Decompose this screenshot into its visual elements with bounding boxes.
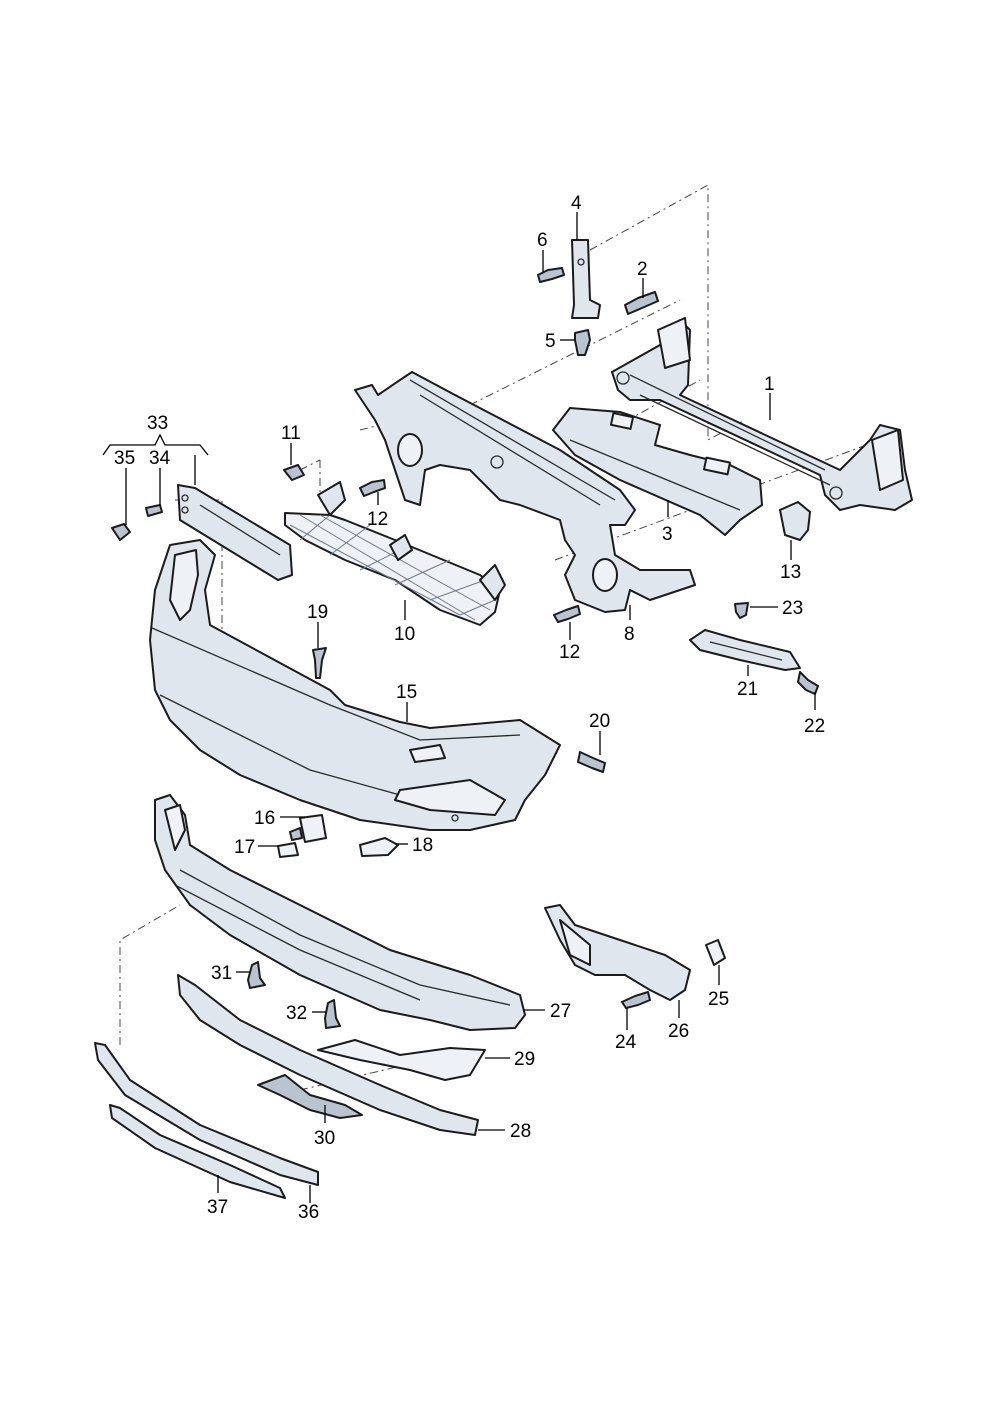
label-part-13: 13 <box>780 562 801 583</box>
screw-23 <box>734 602 749 619</box>
part-number-labels: 1 2 3 4 5 6 8 10 11 12 12 13 15 16 17 18… <box>114 193 825 1223</box>
label-part-32: 32 <box>286 1003 307 1024</box>
label-part-20: 20 <box>589 711 610 732</box>
label-part-34: 34 <box>149 448 171 469</box>
label-part-23: 23 <box>782 598 803 619</box>
bumper-reinforcement-bar <box>611 317 913 511</box>
label-part-35: 35 <box>114 448 135 469</box>
trim-30 <box>257 1074 363 1119</box>
screw-32 <box>324 999 341 1029</box>
label-part-12-lower: 12 <box>559 642 580 663</box>
lower-grille <box>284 481 506 626</box>
label-part-12-upper: 12 <box>367 509 388 530</box>
bolt-35 <box>111 523 131 541</box>
clip-5 <box>574 329 591 356</box>
trim-29 <box>317 1039 486 1081</box>
label-part-1: 1 <box>764 374 775 395</box>
label-part-28: 28 <box>510 1121 531 1142</box>
label-part-15: 15 <box>396 682 417 703</box>
sensor-bracket-16 <box>289 814 327 843</box>
lower-spoiler-27 <box>154 794 526 1031</box>
screw-6 <box>537 267 565 283</box>
label-part-31: 31 <box>211 963 232 984</box>
screw-12-lower <box>553 605 581 623</box>
label-part-4: 4 <box>571 193 582 214</box>
trim-strip-28 <box>177 974 479 1136</box>
lock-carrier <box>354 371 696 613</box>
leader-lines <box>102 212 816 1203</box>
label-part-18: 18 <box>412 835 433 856</box>
label-part-16: 16 <box>254 808 275 829</box>
clip-25 <box>705 939 726 966</box>
label-part-22: 22 <box>804 716 825 737</box>
label-part-27: 27 <box>550 1001 571 1022</box>
label-part-37: 37 <box>207 1197 228 1218</box>
screw-20 <box>577 751 606 773</box>
bumper-guide-21 <box>689 629 801 671</box>
label-part-6: 6 <box>537 230 548 251</box>
label-part-21: 21 <box>737 679 758 700</box>
label-part-5: 5 <box>545 331 556 352</box>
mounting-bracket <box>571 239 601 319</box>
cap-17 <box>277 842 299 858</box>
bracket-13 <box>779 501 811 541</box>
screw-24 <box>621 991 651 1009</box>
strip-36 <box>94 1042 319 1186</box>
license-plate-holder <box>177 484 293 581</box>
label-part-24: 24 <box>615 1032 637 1053</box>
label-part-3: 3 <box>662 524 673 545</box>
label-part-25: 25 <box>708 989 729 1010</box>
label-part-10: 10 <box>394 624 415 645</box>
bracket-26 <box>544 904 691 1001</box>
label-part-26: 26 <box>668 1021 689 1042</box>
label-part-29: 29 <box>514 1049 535 1070</box>
label-part-2: 2 <box>637 259 648 280</box>
energy-absorber <box>552 407 763 536</box>
screw-19 <box>312 647 327 679</box>
screw-2 <box>624 291 659 315</box>
label-part-11: 11 <box>281 423 301 444</box>
label-part-8: 8 <box>624 624 635 645</box>
label-part-36: 36 <box>298 1202 319 1223</box>
nut-34 <box>145 504 163 517</box>
screw-31 <box>247 961 266 989</box>
screw-11 <box>283 464 305 481</box>
label-part-19: 19 <box>307 602 328 623</box>
label-part-30: 30 <box>314 1128 335 1149</box>
screw-12-upper <box>359 479 386 497</box>
washer-cover-18 <box>359 837 399 857</box>
label-part-17: 17 <box>234 837 255 858</box>
label-part-33: 33 <box>147 413 168 434</box>
screw-22 <box>797 671 819 695</box>
strip-37 <box>109 1104 286 1199</box>
bumper-cover <box>149 539 561 831</box>
